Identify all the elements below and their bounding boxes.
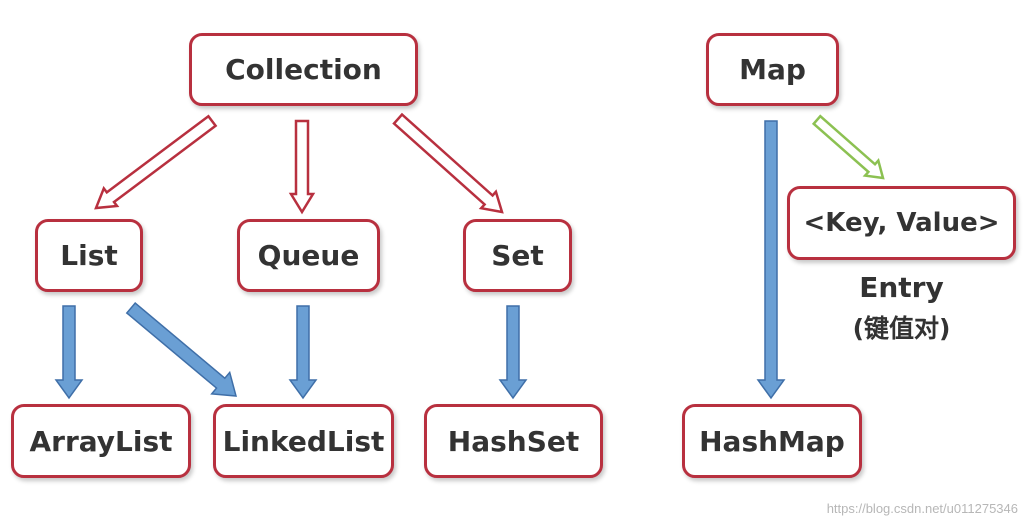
node-collection-label: Collection [225,53,382,86]
node-set: Set [463,219,572,292]
arrow-set-hashset [498,305,528,400]
node-keyvalue-label: <Key, Value> [803,208,1000,238]
node-set-label: Set [491,239,544,272]
node-linkedlist: LinkedList [213,404,394,478]
node-hashmap-label: HashMap [699,424,845,458]
arrow-collection-queue [288,119,316,215]
node-map: Map [706,33,839,106]
watermark: https://blog.csdn.net/u011275346 [826,501,1018,516]
node-list: List [35,219,143,292]
arrow-list-arraylist [54,305,84,400]
node-hashset-label: HashSet [447,424,580,458]
entry-label: Entry [859,271,944,304]
node-arraylist: ArrayList [11,404,191,478]
node-queue-label: Queue [257,239,360,272]
node-keyvalue: <Key, Value> [787,186,1016,260]
node-queue: Queue [237,219,380,292]
arrow-queue-linkedlist [288,305,318,400]
node-collection: Collection [189,33,418,106]
entry-sublabel: (键值对) [852,314,951,343]
arrow-collection-list [94,114,218,210]
arrow-list-linkedlist [125,301,238,397]
node-map-label: Map [739,53,806,86]
node-hashmap: HashMap [682,404,862,478]
arrow-map-hashmap [756,120,786,400]
node-list-label: List [60,239,118,272]
arrow-map-keyvalue [811,114,885,180]
arrow-collection-set [392,112,504,214]
node-hashset: HashSet [424,404,603,478]
node-arraylist-label: ArrayList [29,424,173,458]
node-linkedlist-label: LinkedList [222,424,385,458]
